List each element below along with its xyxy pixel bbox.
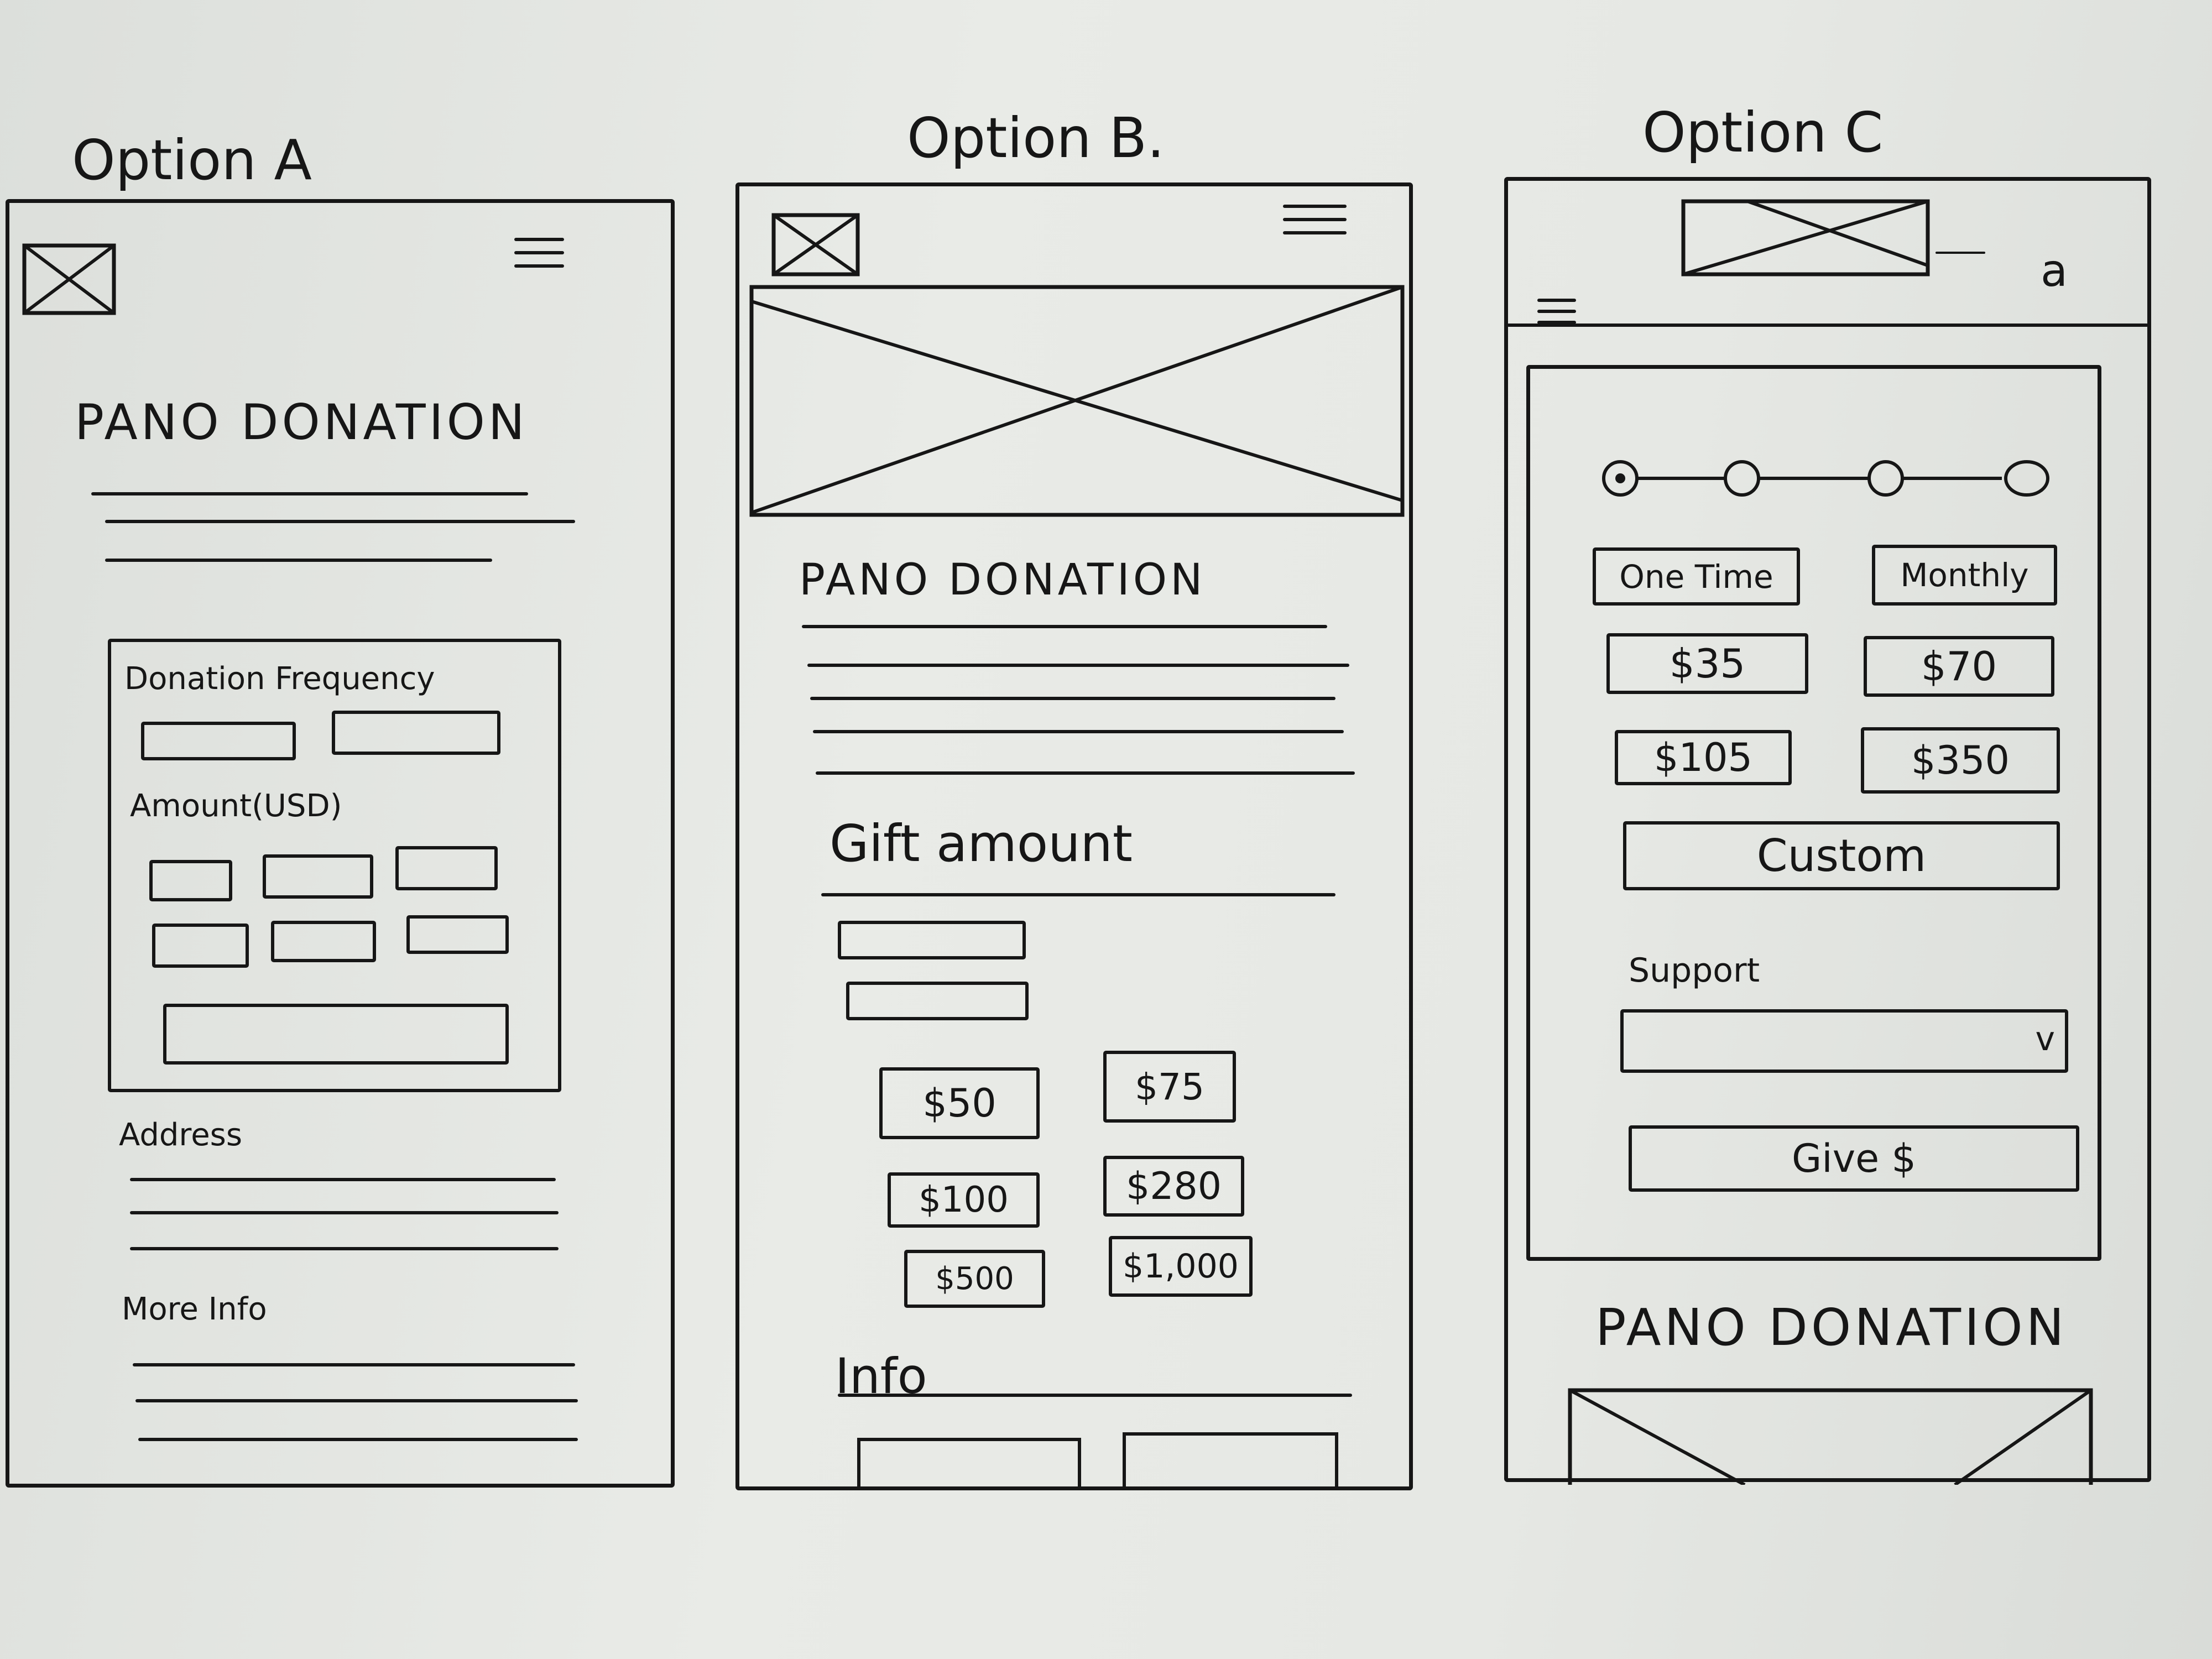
give-button[interactable]: Give $ — [1629, 1125, 2079, 1192]
heading-option-c: Option C — [1642, 100, 1884, 165]
gift-input-field[interactable] — [838, 921, 1026, 959]
address-label: Address — [119, 1117, 243, 1153]
page-title-c: PANO DONATION — [1595, 1298, 2068, 1357]
monthly-button[interactable]: Monthly — [1872, 545, 2057, 606]
frequency-option-button[interactable] — [332, 711, 500, 755]
phone-frame-c — [1504, 177, 2151, 1482]
donate-submit-button[interactable] — [163, 1004, 509, 1065]
amount-button-100[interactable]: $100 — [888, 1172, 1040, 1228]
amount-option-button[interactable] — [271, 921, 376, 962]
text-line — [813, 730, 1344, 733]
amount-button-280[interactable]: $280 — [1103, 1156, 1244, 1217]
search-icon[interactable]: a — [2041, 245, 2068, 296]
donation-form-card — [108, 639, 561, 1092]
page-title-a: PANO DONATION — [75, 394, 528, 451]
donation-frequency-label: Donation Frequency — [124, 661, 435, 697]
bottom-image-placeholder-icon — [1568, 1388, 2093, 1486]
menu-hamburger-icon[interactable] — [1283, 205, 1347, 244]
info-tab-left[interactable] — [857, 1438, 1081, 1490]
sketch-stroke — [1936, 252, 1985, 254]
info-label: Info — [835, 1348, 927, 1405]
amount-label: Amount(USD) — [130, 788, 342, 824]
amount-button-350[interactable]: $350 — [1861, 727, 2060, 794]
gift-input-field[interactable] — [846, 982, 1029, 1020]
hero-image-placeholder-icon — [749, 285, 1405, 517]
logo-image-placeholder-icon — [22, 243, 116, 315]
divider — [821, 893, 1335, 896]
amount-option-button[interactable] — [152, 924, 249, 968]
amount-button-75[interactable]: $75 — [1103, 1051, 1236, 1123]
address-line[interactable] — [130, 1247, 559, 1250]
frequency-option-button[interactable] — [141, 722, 296, 760]
info-line — [133, 1363, 575, 1366]
support-label: Support — [1629, 951, 1760, 990]
one-time-button[interactable]: One Time — [1593, 547, 1800, 606]
phone-frame-b — [735, 182, 1413, 1490]
chevron-down-icon: v — [2035, 1020, 2055, 1058]
text-line — [810, 697, 1335, 700]
more-info-label: More Info — [122, 1291, 267, 1327]
divider — [838, 1394, 1352, 1397]
phone-frame-a — [6, 199, 675, 1488]
progress-stepper — [1593, 453, 2057, 503]
heading-option-b: Option B. — [907, 106, 1165, 170]
amount-button-1000[interactable]: $1,000 — [1109, 1236, 1253, 1297]
menu-hamburger-icon[interactable] — [514, 238, 564, 278]
menu-hamburger-icon[interactable] — [1537, 299, 1576, 334]
text-line — [105, 520, 575, 523]
support-dropdown[interactable]: v — [1620, 1009, 2068, 1073]
amount-button-105[interactable]: $105 — [1615, 730, 1792, 785]
logo-image-placeholder-icon — [771, 213, 860, 276]
amount-button-70[interactable]: $70 — [1864, 636, 2054, 697]
address-line[interactable] — [130, 1178, 556, 1181]
amount-button-500[interactable]: $500 — [904, 1250, 1045, 1308]
amount-button-50[interactable]: $50 — [879, 1067, 1040, 1139]
text-line — [802, 625, 1327, 628]
donation-form-card — [1526, 365, 2101, 1261]
text-line — [807, 664, 1349, 667]
amount-option-button[interactable] — [149, 860, 232, 901]
amount-option-button[interactable] — [406, 915, 509, 954]
amount-option-button[interactable] — [395, 846, 498, 890]
info-tab-right[interactable] — [1123, 1432, 1338, 1490]
info-line — [135, 1399, 578, 1402]
page-title-b: PANO DONATION — [799, 555, 1206, 605]
amount-option-button[interactable] — [263, 854, 373, 899]
custom-amount-button[interactable]: Custom — [1623, 821, 2060, 890]
header-divider — [1507, 324, 2148, 327]
info-line — [138, 1438, 578, 1441]
amount-button-35[interactable]: $35 — [1606, 633, 1808, 694]
address-line[interactable] — [130, 1211, 559, 1214]
heading-option-a: Option A — [72, 128, 312, 192]
text-line — [816, 771, 1355, 775]
text-line — [105, 559, 492, 562]
text-line — [91, 492, 528, 495]
logo-image-placeholder-icon — [1681, 199, 1930, 276]
gift-amount-label: Gift amount — [830, 814, 1133, 873]
